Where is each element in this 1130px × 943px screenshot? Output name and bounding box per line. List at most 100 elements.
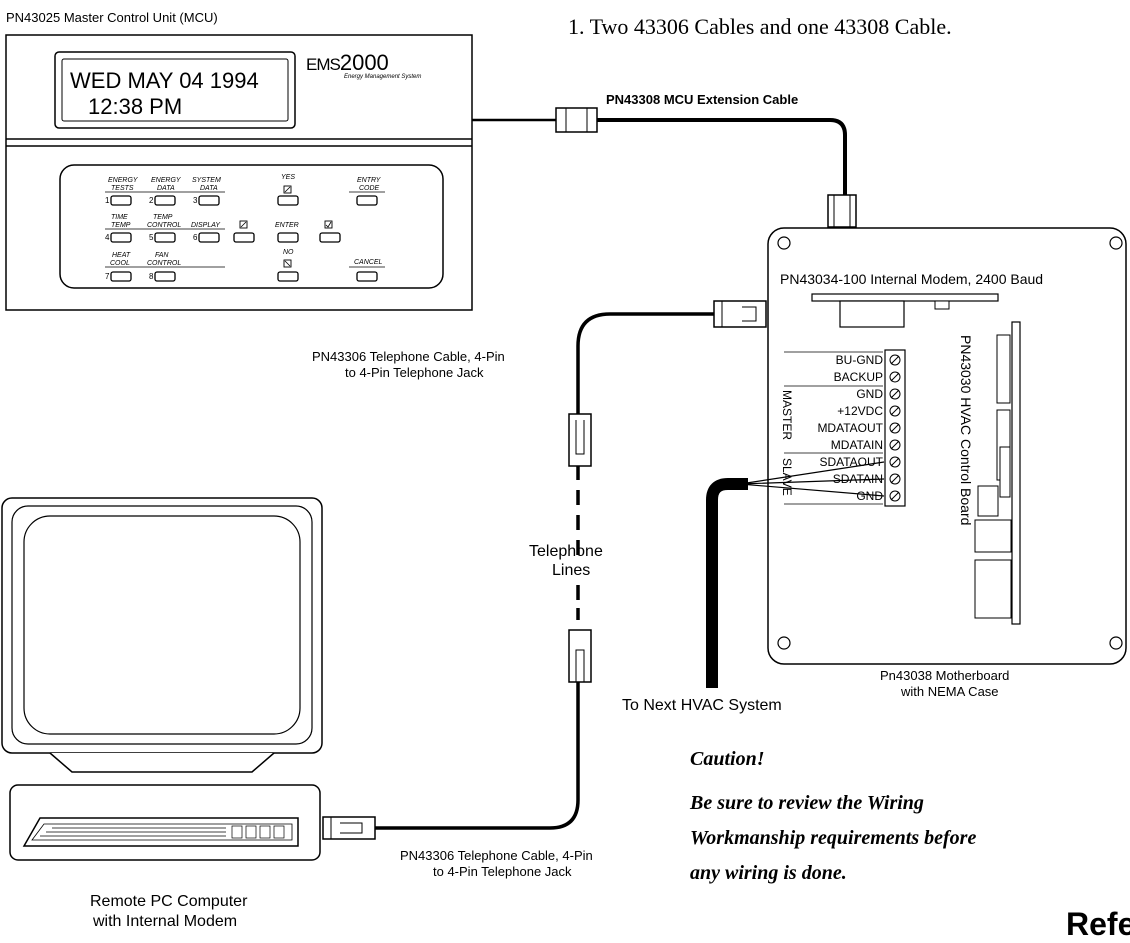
ems-logo-mark: EMS: [306, 55, 341, 74]
telephone-lines-label-2: Lines: [552, 562, 591, 579]
tel-cable-upper-label-1: PN43306 Telephone Cable, 4-Pin: [312, 349, 505, 364]
mount-hole: [777, 636, 791, 650]
master-label: MASTER: [780, 390, 794, 441]
mcu-unit: [5, 34, 473, 311]
key-label-yes: YES: [281, 174, 296, 181]
motherboard: [767, 227, 1127, 665]
board-plug: [827, 194, 857, 228]
board-component: [999, 446, 1011, 498]
terminal-label: GND: [856, 489, 883, 503]
inline-coupler: [555, 107, 598, 133]
ems-logo: EMS2000: [306, 50, 389, 76]
key-number: 8: [149, 272, 154, 281]
terminal-label: SDATAIN: [832, 472, 883, 486]
monitor-screen: [23, 515, 301, 735]
monitor-stand: [49, 752, 275, 773]
extension-cable-label: PN43308 MCU Extension Cable: [606, 92, 799, 107]
terminal-label: GND: [856, 387, 883, 401]
terminal-label: BU-GND: [835, 353, 883, 367]
ems-logo-number: 2000: [339, 50, 389, 75]
telephone-lines-label-1: Telephone: [529, 543, 603, 560]
nema-case: [767, 227, 1127, 665]
motherboard-label-2: with NEMA Case: [901, 684, 999, 699]
requirement-item: 1. Two 43306 Cables and one 43308 Cable.: [568, 14, 952, 39]
reference-heading: Refe: [1066, 906, 1130, 942]
key-energy-tests[interactable]: [110, 195, 132, 206]
lcd-line-2: 12:38 PM: [88, 94, 183, 119]
extension-cable: [472, 107, 857, 228]
key-heat-cool[interactable]: [110, 271, 132, 282]
key-system-data[interactable]: [198, 195, 220, 206]
tel-cable-upper-label-2: to 4-Pin Telephone Jack: [345, 365, 484, 380]
modem-connector: [839, 300, 905, 328]
remote-pc: [1, 497, 323, 861]
pc-label-1: Remote PC Computer: [90, 893, 248, 910]
modem-card: [811, 293, 999, 302]
ems-logo-subtitle: Energy Management System: [344, 74, 422, 80]
terminal-label: +12VDC: [837, 404, 883, 418]
key-number: 1: [105, 196, 110, 205]
to-next-hvac-label: To Next HVAC System: [622, 697, 782, 714]
key-number: 6: [193, 233, 198, 242]
caution-line-1: Be sure to review the Wiring: [690, 792, 924, 814]
key-enter[interactable]: [277, 232, 299, 243]
modem-label: PN43034-100 Internal Modem, 2400 Baud: [780, 271, 1044, 287]
board-component: [974, 559, 1012, 619]
next-hvac-cable: [706, 461, 885, 688]
lcd-screen: [61, 58, 289, 122]
key-time-temp[interactable]: [110, 232, 132, 243]
key-energy-data[interactable]: [154, 195, 176, 206]
key-label-cancel: CANCEL: [354, 259, 383, 266]
key-no[interactable]: [277, 271, 299, 282]
key-label-no: NO: [283, 249, 294, 256]
key-yes[interactable]: [277, 195, 299, 206]
key-label-enter: ENTER: [275, 222, 299, 229]
tel-cable-lower-label-1: PN43306 Telephone Cable, 4-Pin: [400, 848, 593, 863]
key-down[interactable]: [319, 232, 341, 243]
header-top: [996, 334, 1011, 404]
mount-hole: [1109, 236, 1123, 250]
tel-plug-upper: [568, 413, 592, 467]
key-number: 3: [193, 196, 198, 205]
key-display[interactable]: [198, 232, 220, 243]
terminal-label: SDATAOUT: [819, 455, 883, 469]
board-component: [977, 485, 999, 517]
pc-label-2: with Internal Modem: [93, 913, 238, 930]
caution-line-3: any wiring is done.: [690, 862, 847, 884]
key-up[interactable]: [233, 232, 255, 243]
mount-hole: [777, 236, 791, 250]
modem-chip: [934, 300, 950, 310]
motherboard-label-1: Pn43038 Motherboard: [880, 668, 1010, 683]
key-number: 4: [105, 233, 110, 242]
slave-label: SLAVE: [780, 458, 794, 496]
control-board-edge: [1011, 321, 1021, 625]
lcd-line-1: WED MAY 04 1994: [70, 68, 259, 93]
tel-cable-lower-label-2: to 4-Pin Telephone Jack: [433, 864, 572, 879]
key-fan-control[interactable]: [154, 271, 176, 282]
key-label-display: DISPLAY: [191, 222, 221, 229]
check-icon: [324, 220, 333, 229]
caution-line-2: Workmanship requirements before: [690, 827, 977, 849]
terminal-label: BACKUP: [833, 370, 883, 384]
key-number: 7: [105, 272, 110, 281]
key-cancel[interactable]: [356, 271, 378, 282]
control-board-label: PN43030 HVAC Control Board: [958, 335, 974, 526]
key-number: 2: [149, 196, 154, 205]
tel-plug-lower: [568, 629, 592, 683]
mcu-title: PN43025 Master Control Unit (MCU): [6, 10, 218, 25]
caution-title: Caution!: [690, 748, 765, 770]
terminal-label: MDATAIN: [830, 438, 883, 452]
key-temp-control[interactable]: [154, 232, 176, 243]
board-component: [974, 519, 1012, 553]
key-entry-code[interactable]: [356, 195, 378, 206]
telephone-cables: [322, 300, 767, 840]
